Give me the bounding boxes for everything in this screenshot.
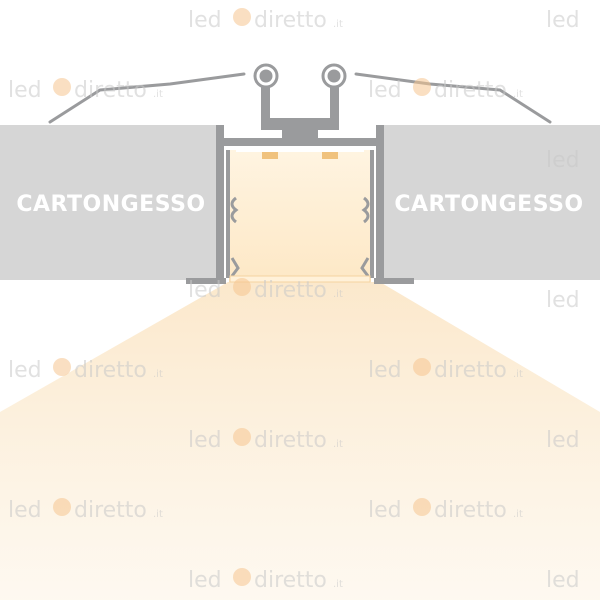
led-strip-pcb <box>236 146 364 152</box>
watermark-text: led <box>8 358 42 383</box>
led-chip <box>262 152 278 159</box>
watermark-text: .it <box>153 369 163 380</box>
profile-interior-light <box>229 150 371 282</box>
watermark-text: .it <box>333 579 343 590</box>
watermark-text: led <box>188 8 222 33</box>
watermark-text: led <box>546 288 580 313</box>
light-beam <box>0 282 600 600</box>
left-plasterboard <box>0 125 222 280</box>
right-board-label: CARTONGESSO <box>394 192 583 217</box>
watermark-text: diretto <box>254 8 327 33</box>
right-mounting-spring <box>321 63 552 124</box>
watermark-text: led <box>368 498 402 523</box>
watermark-text: diretto <box>254 278 327 303</box>
profile-inner-clips <box>230 196 370 277</box>
watermark-text: diretto <box>254 568 327 593</box>
aluminium-profile <box>186 86 414 284</box>
watermark-text: led <box>8 498 42 523</box>
watermark-text: led <box>188 428 222 453</box>
watermark-text: led <box>368 78 402 103</box>
led-chip <box>322 152 338 159</box>
watermark-text: .it <box>333 19 343 30</box>
watermark-pattern: led diretto .it led diretto .it led dire… <box>8 8 580 593</box>
left-board-label: CARTONGESSO <box>16 192 205 217</box>
watermark-text: diretto <box>434 78 507 103</box>
watermark-text: .it <box>153 509 163 520</box>
watermark-text: .it <box>333 289 343 300</box>
watermark-text: diretto <box>74 78 147 103</box>
watermark-text: diretto <box>74 358 147 383</box>
watermark-text: led <box>188 278 222 303</box>
watermark-text: diretto <box>434 358 507 383</box>
diffuser-cover <box>229 275 371 283</box>
watermark-text: led <box>546 8 580 33</box>
watermark-text: diretto <box>254 428 327 453</box>
watermark-text: led <box>8 78 42 103</box>
watermark-text: .it <box>513 369 523 380</box>
watermark-text: led <box>368 358 402 383</box>
right-plasterboard <box>378 125 600 280</box>
watermark-text: .it <box>153 89 163 100</box>
watermark-text: led <box>546 568 580 593</box>
watermark-text: .it <box>513 89 523 100</box>
watermark-text: led <box>188 568 222 593</box>
watermark-text: led <box>546 428 580 453</box>
watermark-text: .it <box>333 439 343 450</box>
watermark-text: diretto <box>74 498 147 523</box>
watermark-text: .it <box>513 509 523 520</box>
watermark-text: diretto <box>434 498 507 523</box>
watermark-text: led <box>546 148 580 173</box>
